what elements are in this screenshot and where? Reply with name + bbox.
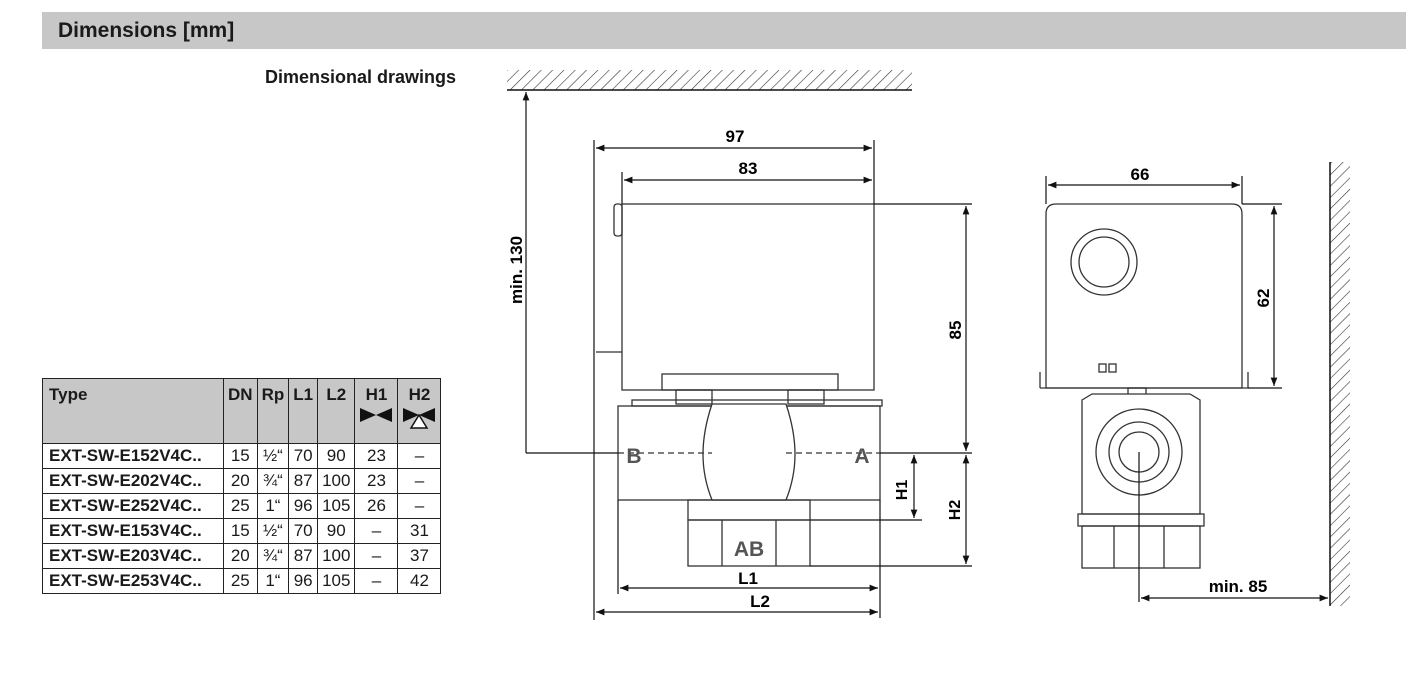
cell-l1: 70 <box>288 443 319 469</box>
cell-dn: 25 <box>223 568 258 594</box>
cell-h2: 31 <box>397 518 442 544</box>
section-title: Dimensions [mm] <box>58 19 235 42</box>
table-row: EXT-SW-E253V4C.. 25 1“ 96 105 – 42 <box>42 568 442 594</box>
dim-l1-label: L1 <box>738 569 758 588</box>
cell-l1: 87 <box>288 543 319 569</box>
table-row: EXT-SW-E252V4C.. 25 1“ 96 105 26 – <box>42 493 442 519</box>
front-dimensions <box>522 91 972 620</box>
cell-type: EXT-SW-E252V4C.. <box>42 493 224 519</box>
three-way-valve-icon <box>403 408 436 429</box>
cell-l2: 105 <box>317 568 356 594</box>
cell-l1: 96 <box>288 568 319 594</box>
section-header: Dimensions [mm] <box>42 12 1406 49</box>
table-row: EXT-SW-E203V4C.. 20 ¾“ 87 100 – 37 <box>42 543 442 569</box>
dim-66-label: 66 <box>1131 165 1150 184</box>
cell-h1: 23 <box>354 468 399 494</box>
ceiling-hatch <box>507 70 912 91</box>
dim-83-label: 83 <box>739 159 758 178</box>
cell-dn: 15 <box>223 518 258 544</box>
port-ab-label: AB <box>734 538 764 561</box>
cell-rp: ½“ <box>256 518 290 544</box>
cell-h2: – <box>397 493 442 519</box>
cell-l1: 70 <box>288 518 319 544</box>
cell-h2: 42 <box>397 568 442 594</box>
table-row: EXT-SW-E153V4C.. 15 ½“ 70 90 – 31 <box>42 518 442 544</box>
cell-l2: 90 <box>317 443 356 469</box>
cell-h1: – <box>354 568 399 594</box>
cell-type: EXT-SW-E203V4C.. <box>42 543 224 569</box>
header-h2: H2 <box>397 378 442 444</box>
header-dn: DN <box>223 378 258 444</box>
side-view <box>1039 203 1249 569</box>
cell-type: EXT-SW-E253V4C.. <box>42 568 224 594</box>
header-l2: L2 <box>317 378 356 444</box>
table-header-row: Type DN Rp L1 L2 H1 H2 <box>42 378 442 444</box>
header-rp: Rp <box>256 378 290 444</box>
side-dimensions <box>1045 176 1329 602</box>
header-h1-label: H1 <box>365 385 388 404</box>
dim-97-label: 97 <box>726 127 745 146</box>
dim-85-label: 85 <box>946 321 965 340</box>
header-h2-label: H2 <box>408 385 431 404</box>
cell-l2: 105 <box>317 493 356 519</box>
table-row: EXT-SW-E202V4C.. 20 ¾“ 87 100 23 – <box>42 468 442 494</box>
port-a-label: A <box>854 445 869 468</box>
header-h1: H1 <box>354 378 399 444</box>
cell-type: EXT-SW-E152V4C.. <box>42 443 224 469</box>
cell-dn: 15 <box>223 443 258 469</box>
cell-type: EXT-SW-E202V4C.. <box>42 468 224 494</box>
dim-h2-label: H2 <box>947 500 964 521</box>
wall-hatch <box>1329 162 1350 606</box>
front-view <box>596 203 883 567</box>
dim-l2-label: L2 <box>750 592 770 611</box>
two-way-valve-icon <box>360 408 393 422</box>
dim-min-130-label: min. 130 <box>507 236 526 304</box>
cell-rp: ¾“ <box>256 468 290 494</box>
port-b-label: B <box>626 445 641 468</box>
table-row: EXT-SW-E152V4C.. 15 ½“ 70 90 23 – <box>42 443 442 469</box>
dim-h1-label: H1 <box>894 480 911 501</box>
cell-l2: 100 <box>317 543 356 569</box>
dimensions-table: Type DN Rp L1 L2 H1 H2 <box>42 378 442 594</box>
header-l1: L1 <box>288 378 319 444</box>
drawings-title: Dimensional drawings <box>265 67 457 87</box>
dim-min-85-label: min. 85 <box>1209 577 1268 596</box>
dim-62-label: 62 <box>1254 289 1273 308</box>
